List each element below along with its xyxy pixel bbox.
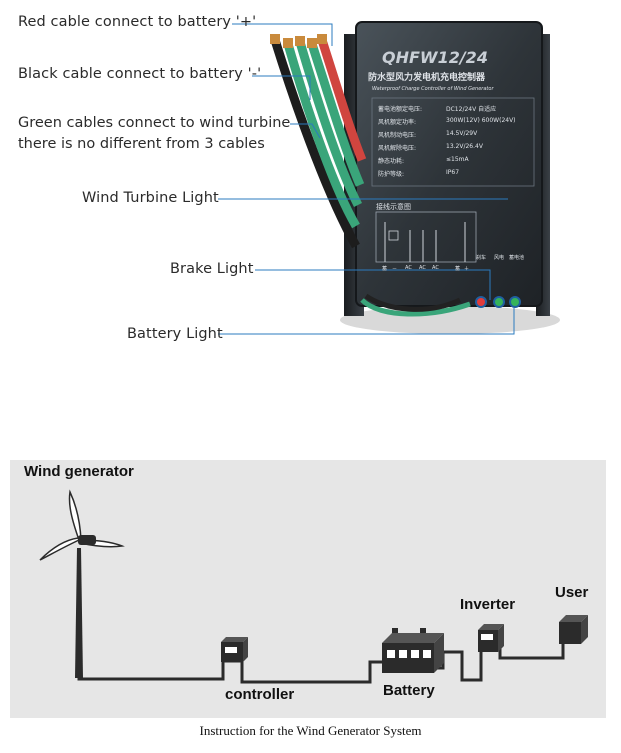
spec-key: 风机制动电压: <box>378 132 417 139</box>
terminal-label: ＋ <box>464 266 470 272</box>
cable-tip <box>295 36 305 46</box>
spec-value: DC12/24V 自适应 <box>446 106 497 113</box>
cable-loop-green <box>360 298 471 317</box>
wiring-diagram-box <box>375 211 477 263</box>
terminal-label: 蓄 <box>382 266 388 272</box>
spec-value: 13.2V/26.4V <box>446 143 483 150</box>
spec-key: 风机额定功率: <box>378 119 417 126</box>
user-icon <box>559 615 588 644</box>
label-wind-generator: Wind generator <box>24 463 134 480</box>
spec-key: 静态功耗: <box>378 158 405 165</box>
label-inverter: Inverter <box>460 596 516 613</box>
spec-value: 300W(12V) 600W(24V) <box>446 117 516 124</box>
wind-turbine-icon <box>39 489 125 678</box>
spec-value: 14.5V/29V <box>446 130 478 137</box>
cable-loop-black <box>364 293 462 312</box>
controller-icon <box>221 637 248 662</box>
cable-green-3 <box>307 42 365 187</box>
spec-key: 风机解除电压: <box>378 145 417 152</box>
terminal-label: AC <box>432 265 439 271</box>
label-black-cable: Black cable connect to battery '-' <box>18 66 262 82</box>
cable-tip <box>307 38 317 48</box>
pointer-lines <box>218 23 515 335</box>
cable-tip <box>270 34 280 44</box>
inverter-icon <box>478 624 504 652</box>
indicator-label-wind: 风电 <box>494 255 505 261</box>
system-wire <box>77 550 565 684</box>
spec-value: IP67 <box>446 169 460 176</box>
label-brake-light: Brake Light <box>170 261 254 277</box>
terminal-label: － <box>392 266 398 272</box>
label-user: User <box>555 584 589 601</box>
cable-green-2 <box>295 40 363 208</box>
cable-green-1 <box>283 42 360 229</box>
label-battery: Battery <box>383 682 435 699</box>
spec-key: 蓄电池额定电压: <box>378 106 423 113</box>
indicator-label-battery: 蓄电池 <box>509 255 525 261</box>
cable-tip <box>283 38 293 48</box>
label-green-cables-line2: there is no different from 3 cables <box>18 136 265 152</box>
label-battery-light: Battery Light <box>127 326 223 342</box>
controller-title-cn: 防水型风力发电机充电控制器 <box>368 73 486 83</box>
spec-value: ≤15mA <box>446 156 469 163</box>
battery-icon <box>382 628 444 673</box>
controller-subtitle-en: Waterproof Charge Controller of Wind Gen… <box>372 86 494 92</box>
battery-led <box>509 296 521 308</box>
cable-black <box>270 38 360 249</box>
spec-key: 防护等级: <box>378 171 405 178</box>
brake-led <box>475 296 487 308</box>
system-diagram-background <box>10 460 606 718</box>
figure-caption: Instruction for the Wind Generator Syste… <box>199 723 422 738</box>
controller-illustration <box>218 21 560 335</box>
cable-tip <box>317 34 327 44</box>
label-green-cables-line1: Green cables connect to wind turbine <box>18 115 291 131</box>
controller-model: QHFW12/24 <box>382 48 488 67</box>
indicator-label-brake: 刹车 <box>476 255 487 261</box>
terminal-label: 蓄 <box>455 266 461 272</box>
label-red-cable: Red cable connect to battery '+' <box>18 14 257 30</box>
terminal-label: AC <box>419 265 426 271</box>
cable-red <box>317 38 367 162</box>
spec-box <box>371 97 535 187</box>
label-controller: controller <box>225 686 295 703</box>
wiring-diagram-title: 接线示意图 <box>376 203 411 211</box>
terminal-label: AC <box>405 265 412 271</box>
wind-turbine-led <box>493 296 505 308</box>
label-wind-turbine-light: Wind Turbine Light <box>82 190 219 206</box>
label-green-cables: Green cables connect to wind turbine the… <box>18 113 290 155</box>
